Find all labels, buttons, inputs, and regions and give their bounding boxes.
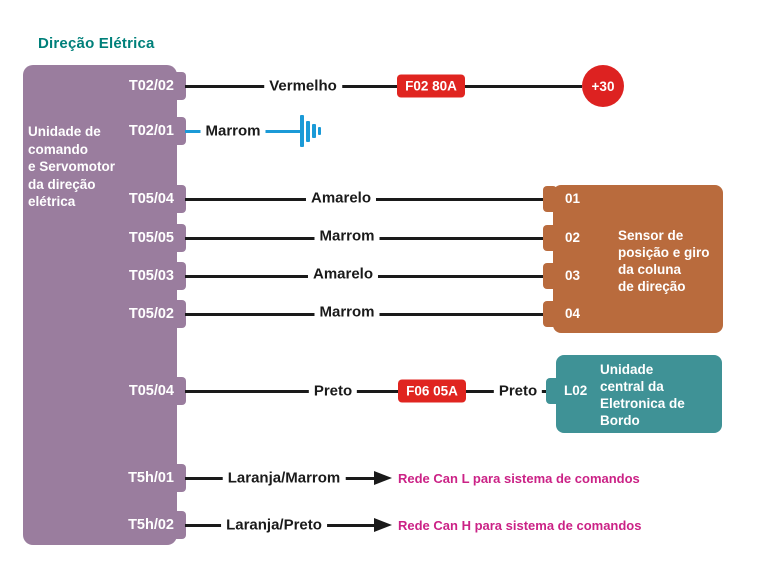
terminal-tab xyxy=(170,300,186,328)
terminal-tab xyxy=(170,511,186,539)
terminal-30-badge: +30 xyxy=(582,65,624,107)
terminal-tab xyxy=(170,72,186,100)
terminal-tab xyxy=(170,185,186,213)
ground-icon xyxy=(306,121,310,142)
terminal-label: T05/04 xyxy=(128,191,174,207)
wire-label-preto-right: Preto xyxy=(493,382,543,400)
ground-icon xyxy=(300,115,304,147)
diagram-title: Direção Elétrica xyxy=(38,35,155,52)
terminal-tab xyxy=(543,186,557,212)
fuse-f02: F02 80A xyxy=(397,74,465,98)
terminal-label: L02 xyxy=(564,383,588,398)
sensor-box xyxy=(553,185,723,333)
central-electronics-name: Unidade central da Eletronica de Bordo xyxy=(600,362,685,428)
control-unit-name: Unidade de comando e Servomotor da direç… xyxy=(28,124,116,209)
terminal-tab xyxy=(543,225,557,251)
terminal-label: T02/02 xyxy=(128,78,174,94)
terminal-tab xyxy=(170,377,186,405)
terminal-label: 03 xyxy=(565,268,581,283)
control-unit-box xyxy=(23,65,177,545)
arrow-right-icon xyxy=(374,518,392,532)
terminal-label: T05/02 xyxy=(128,306,174,322)
wire-label-laranja-preto: Laranja/Preto xyxy=(221,516,327,534)
sensor-name: Sensor de posição e giro da coluna de di… xyxy=(618,228,710,294)
terminal-label: T5h/01 xyxy=(128,470,174,486)
terminal-tab xyxy=(170,117,186,145)
terminal-label: T02/01 xyxy=(128,123,174,139)
can-l-note: Rede Can L para sistema de comandos xyxy=(398,471,640,486)
fuse-f06: F06 05A xyxy=(398,379,466,403)
terminal-label: T05/03 xyxy=(128,268,174,284)
ground-icon xyxy=(318,127,321,135)
can-h-note: Rede Can H para sistema de comandos xyxy=(398,518,642,533)
wire-label-preto-left: Preto xyxy=(308,382,358,400)
terminal-tab xyxy=(543,301,557,327)
wire-label-amarelo-03: Amarelo xyxy=(307,265,379,283)
wire-label-amarelo-01: Amarelo xyxy=(305,189,377,207)
terminal-label: 02 xyxy=(565,230,581,245)
terminal-label: T05/05 xyxy=(128,230,174,246)
terminal-label: 01 xyxy=(565,191,581,206)
arrow-right-icon xyxy=(374,471,392,485)
central-electronics-box xyxy=(556,355,722,433)
wire-label-marrom: Marrom xyxy=(200,122,266,140)
wire-label-vermelho: Vermelho xyxy=(264,77,342,95)
terminal-label: T5h/02 xyxy=(128,517,174,533)
wire-preto xyxy=(185,390,548,393)
terminal-tab xyxy=(170,262,186,290)
terminal-tab xyxy=(170,464,186,492)
wire-label-marrom-02: Marrom xyxy=(314,227,380,245)
terminal-label: T05/04 xyxy=(128,383,174,399)
wire-vermelho xyxy=(185,85,582,88)
terminal-tab xyxy=(543,263,557,289)
ground-icon xyxy=(312,124,316,138)
wire-label-laranja-marrom: Laranja/Marrom xyxy=(222,469,346,487)
wire-label-marrom-04: Marrom xyxy=(314,303,380,321)
terminal-tab xyxy=(546,378,560,404)
terminal-tab xyxy=(170,224,186,252)
terminal-label: 04 xyxy=(565,306,581,321)
